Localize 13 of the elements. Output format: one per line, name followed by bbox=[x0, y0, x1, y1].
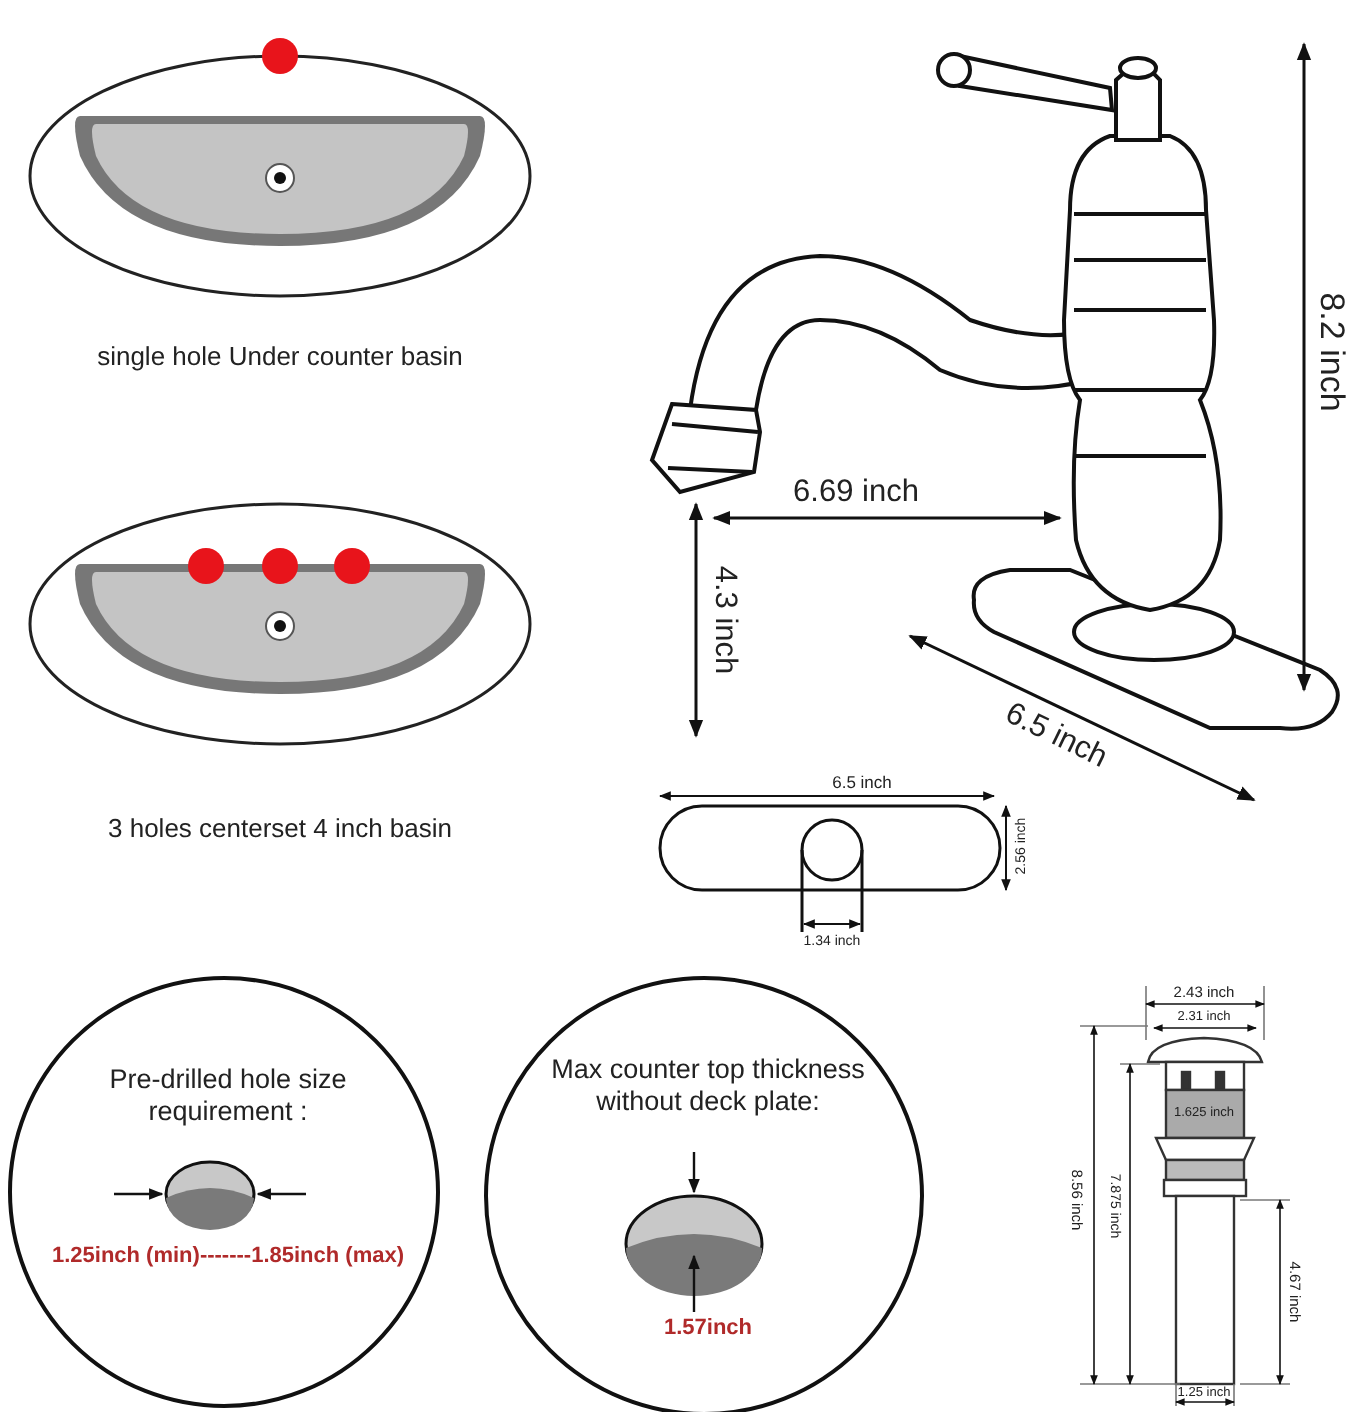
heading: Pre-drilled hole size requirement : bbox=[107, 1064, 349, 1129]
dimension-label: 4.3 inch bbox=[708, 565, 740, 675]
caption: single hole Under counter basin bbox=[97, 343, 463, 369]
dimension-label: 1.25inch (min)-------1.85inch (max) bbox=[51, 1244, 405, 1268]
dimension-label: 6.5 inch bbox=[1000, 698, 1112, 774]
caption: 3 holes centerset 4 inch basin bbox=[108, 815, 452, 841]
heading: Max counter top thickness without deck plate: bbox=[549, 1054, 867, 1119]
dimension-label: 6.69 inch bbox=[793, 476, 919, 508]
dimension-label: 8.2 inch bbox=[1315, 292, 1349, 412]
detail-circle bbox=[8, 976, 440, 1408]
detail-circle bbox=[484, 976, 924, 1412]
dimension-label: 1.57inch bbox=[663, 1316, 753, 1340]
dimension-label: 6.5 inch bbox=[832, 773, 892, 791]
